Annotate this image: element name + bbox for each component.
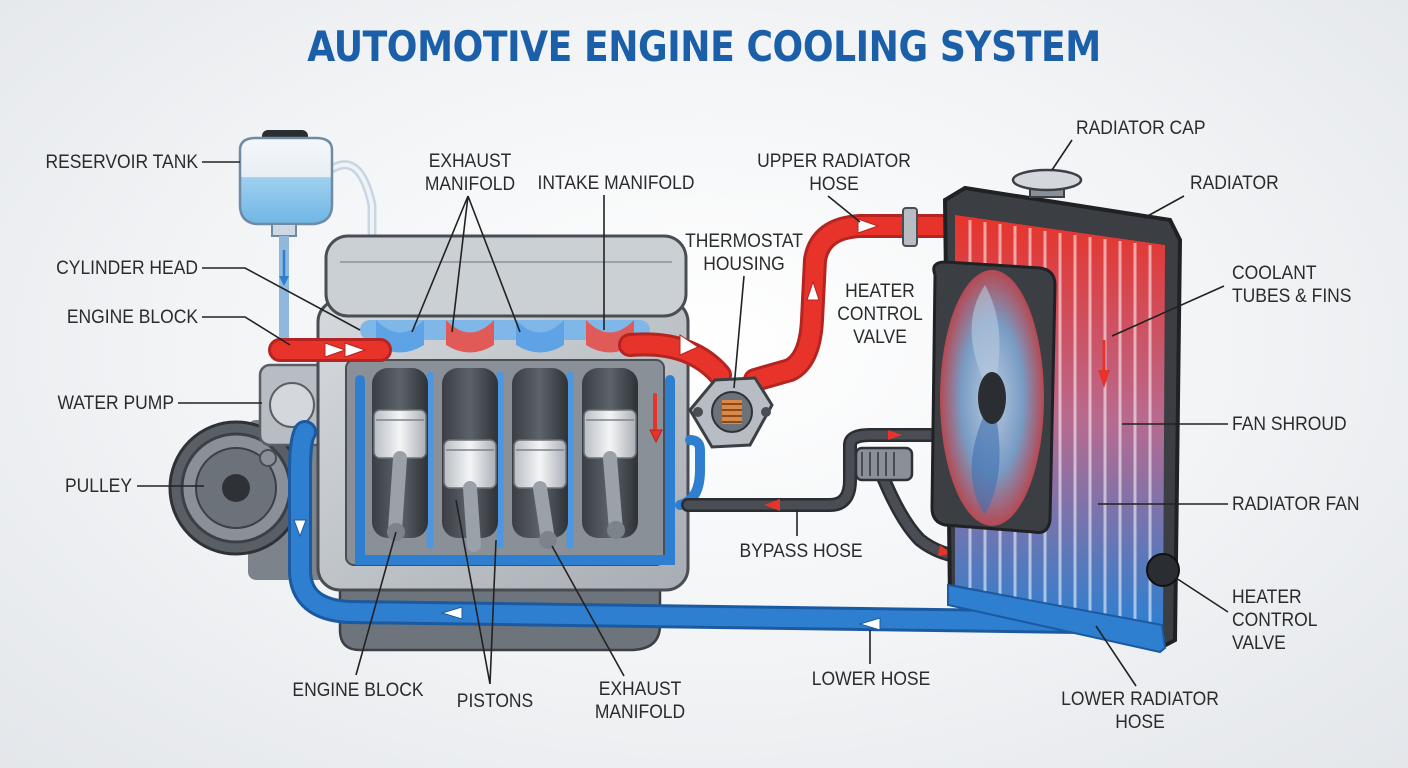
cylinder-2 xyxy=(442,368,498,552)
thermostat-housing xyxy=(688,376,774,449)
label-line: EXHAUST xyxy=(428,151,512,172)
label-line: MANIFOLD xyxy=(594,702,686,723)
pistons xyxy=(372,368,638,552)
leader-lines xyxy=(137,139,1229,687)
label-line: HOSE xyxy=(1115,712,1165,733)
label-pulley: PULLEY xyxy=(64,476,132,497)
cold-flow-arrows xyxy=(293,519,881,631)
label-line: MANIFOLD xyxy=(424,174,516,195)
hose-clamp xyxy=(902,207,918,247)
label-radiator: RADIATOR xyxy=(1190,173,1279,194)
label-heater-control-valve-mid: HEATER CONTROL VALVE xyxy=(825,280,935,349)
label-pistons: PISTONS xyxy=(456,691,534,712)
label-radiator-cap: RADIATOR CAP xyxy=(1076,118,1206,139)
label-line: CONTROL xyxy=(837,304,923,325)
label-line: VALVE xyxy=(1232,633,1286,654)
label-thermostat-housing: THERMOSTAT HOUSING xyxy=(680,230,809,276)
label-engine-block-bottom: ENGINE BLOCK xyxy=(292,680,424,701)
label-coolant-tubes-fins: COOLANT TUBES & FINS xyxy=(1232,262,1351,308)
cylinder-3 xyxy=(512,368,568,549)
label-bypass-hose: BYPASS HOSE xyxy=(739,541,863,562)
label-upper-radiator-hose: UPPER RADIATOR HOSE xyxy=(753,150,915,196)
label-line: UPPER RADIATOR xyxy=(757,151,911,172)
radiator-cap xyxy=(1011,168,1083,198)
label-line: EXHAUST xyxy=(598,679,682,700)
label-line: COOLANT xyxy=(1232,263,1317,284)
label-line: TUBES & FINS xyxy=(1232,286,1352,307)
label-water-pump: WATER PUMP xyxy=(57,393,174,414)
label-fan-shroud: FAN SHROUD xyxy=(1232,414,1347,435)
label-cylinder-head: CYLINDER HEAD xyxy=(56,258,198,279)
label-line: VALVE xyxy=(853,327,907,348)
label-heater-control-valve-right: HEATER CONTROL VALVE xyxy=(1232,586,1317,655)
label-reservoir-tank: RESERVOIR TANK xyxy=(45,152,199,173)
label-line: HEATER xyxy=(845,281,915,302)
label-line: HOSE xyxy=(809,174,859,195)
label-line: CONTROL xyxy=(1232,610,1318,631)
heater-control-valve-body xyxy=(854,446,914,482)
label-line: THERMOSTAT xyxy=(685,231,803,252)
radiator-fan xyxy=(940,270,1044,526)
label-line: HEATER xyxy=(1232,587,1302,608)
label-line: HOUSING xyxy=(703,254,785,275)
label-exhaust-manifold-top: EXHAUST MANIFOLD xyxy=(406,150,535,196)
label-radiator-fan: RADIATOR FAN xyxy=(1232,494,1360,515)
label-line: LOWER RADIATOR xyxy=(1061,689,1219,710)
label-engine-block-left: ENGINE BLOCK xyxy=(66,307,198,328)
cylinder-4 xyxy=(582,368,638,539)
label-exhaust-manifold-bottom: EXHAUST MANIFOLD xyxy=(576,678,705,724)
cylinder-head xyxy=(324,234,688,318)
hot-flow-arrows xyxy=(324,218,880,444)
cylinder-1 xyxy=(372,368,428,541)
diagram-title: AUTOMOTIVE ENGINE COOLING SYSTEM xyxy=(307,22,1101,71)
label-lower-hose: LOWER HOSE xyxy=(811,669,931,690)
label-lower-radiator-hose: LOWER RADIATOR HOSE xyxy=(1057,688,1223,734)
label-intake-manifold: INTAKE MANIFOLD xyxy=(537,173,695,194)
